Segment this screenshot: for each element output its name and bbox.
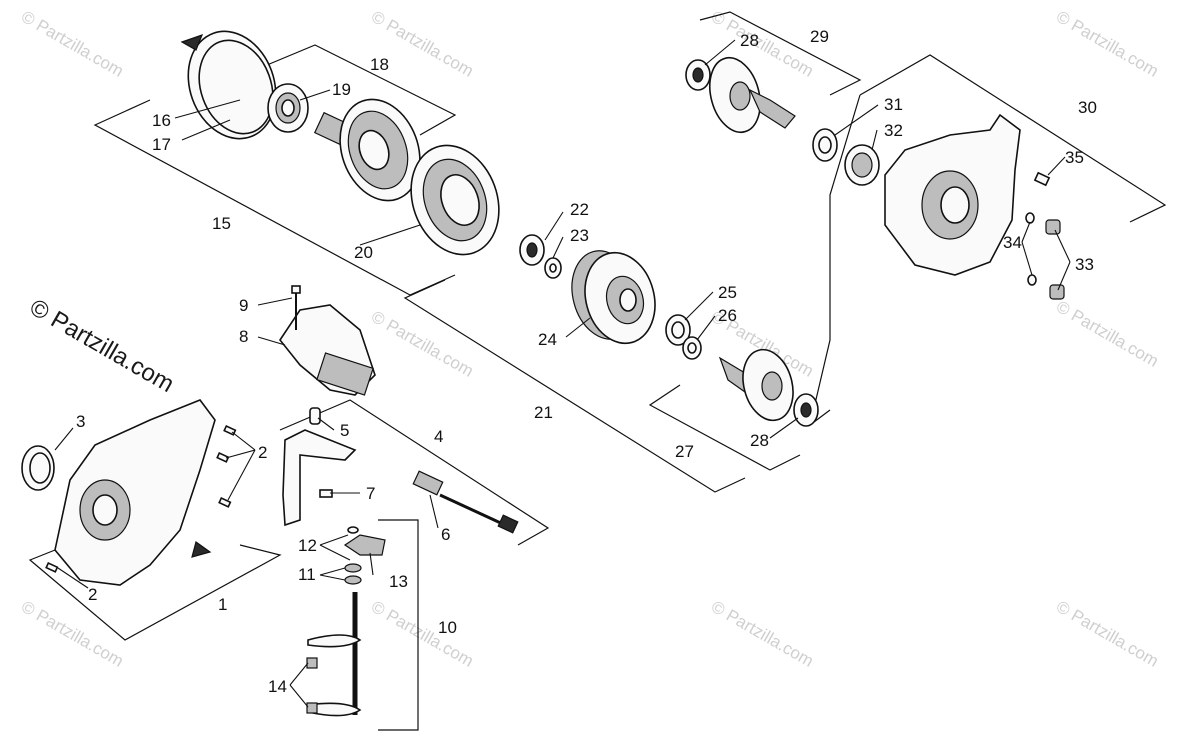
- callout-29: 29: [810, 27, 829, 46]
- watermark: © Partzilla.com: [368, 307, 477, 381]
- callout-12: 12: [298, 536, 317, 555]
- watermark-group: © Partzilla.com © Partzilla.com © Partzi…: [18, 7, 1162, 671]
- callout-25: 25: [718, 283, 737, 302]
- callout-22: 22: [570, 200, 589, 219]
- callout-31: 31: [884, 95, 903, 114]
- callout-17: 17: [152, 135, 171, 154]
- callout-21: 21: [534, 403, 553, 422]
- callout-9: 9: [239, 296, 248, 315]
- gear-case-cover-30: [884, 113, 1021, 276]
- callout-3: 3: [76, 412, 85, 431]
- bracket-lines: [28, 11, 1167, 731]
- callout-8: 8: [239, 327, 248, 346]
- callout-14: 14: [268, 677, 287, 696]
- washer-23: [544, 257, 562, 279]
- callout-4: 4: [434, 427, 443, 446]
- gear-case-1: [54, 399, 216, 586]
- fork-pad-14: [306, 657, 318, 714]
- watermark: © Partzilla.com: [18, 597, 127, 671]
- callout-10: 10: [438, 618, 457, 637]
- watermark-main: © Partzilla.com: [25, 294, 179, 398]
- thrust-washer-25: [665, 314, 691, 346]
- triangle-arrow-top: [180, 33, 204, 51]
- callout-labels: 1 2 2 3 4 5 6 7 8 9 10 11 12 13 14 15 16…: [76, 27, 1097, 696]
- callout-5: 5: [340, 421, 349, 440]
- shift-motor-8: [279, 304, 376, 396]
- shaft-gear-27: [718, 348, 819, 427]
- seal-11: [344, 563, 362, 585]
- watermark: © Partzilla.com: [1053, 297, 1162, 371]
- o-ring-12: [347, 526, 359, 534]
- leader-lines: [54, 39, 1071, 708]
- watermark: © Partzilla.com: [1053, 597, 1162, 671]
- watermark: © Partzilla.com: [1053, 7, 1162, 81]
- retaining-ring: [180, 30, 277, 140]
- watermark: © Partzilla.com: [18, 7, 127, 81]
- bolt-35: [1033, 171, 1051, 187]
- bearing-22: [519, 234, 545, 266]
- bearing-19: [267, 83, 309, 133]
- callout-24: 24: [538, 330, 557, 349]
- callout-19: 19: [332, 80, 351, 99]
- shift-fork-shaft: [307, 592, 362, 717]
- ring-gear-drum: [313, 98, 421, 202]
- callout-11: 11: [298, 565, 316, 584]
- watermark: © Partzilla.com: [368, 597, 477, 671]
- callout-15: 15: [212, 214, 231, 233]
- sensor-6: [412, 470, 519, 534]
- callout-35: 35: [1065, 148, 1084, 167]
- callout-1: 1: [218, 595, 227, 614]
- clutch-cage: [410, 144, 500, 256]
- callout-13: 13: [389, 572, 408, 591]
- triangle-arrow-bottom: [191, 541, 212, 558]
- callout-34: 34: [1003, 233, 1022, 252]
- callout-16: 16: [152, 111, 171, 130]
- bearing-31: [812, 128, 838, 162]
- bearing-32: [844, 144, 880, 186]
- callout-20: 20: [354, 243, 373, 262]
- callout-27: 27: [675, 442, 694, 461]
- shaft-gear-29: [685, 56, 796, 134]
- callout-28: 28: [740, 31, 759, 50]
- callout-2: 2: [258, 443, 267, 462]
- callout-30: 30: [1078, 98, 1097, 117]
- o-ring-34: [1025, 212, 1037, 286]
- plug-33: [1045, 219, 1065, 300]
- callout-7: 7: [366, 484, 375, 503]
- bracket-4: [282, 407, 357, 527]
- callout-32: 32: [884, 121, 903, 140]
- callout-28: 28: [750, 431, 769, 450]
- callout-18: 18: [370, 55, 389, 74]
- seal-3: [21, 445, 55, 491]
- callout-23: 23: [570, 226, 589, 245]
- callout-2: 2: [88, 585, 97, 604]
- callout-6: 6: [441, 525, 450, 544]
- callout-33: 33: [1075, 255, 1094, 274]
- washer-26: [682, 336, 702, 360]
- screw-9: [291, 285, 301, 330]
- shift-arm-13: [343, 534, 386, 556]
- callout-26: 26: [718, 306, 737, 325]
- gear-assembly-24: [571, 250, 656, 345]
- watermark: © Partzilla.com: [708, 597, 817, 671]
- dowel-pin-2: [45, 425, 237, 573]
